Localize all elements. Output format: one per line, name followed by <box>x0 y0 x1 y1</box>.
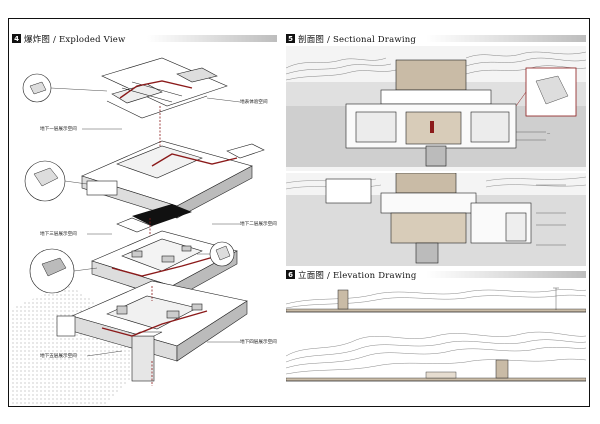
section-drawing-title: 剖面图 / Sectional Drawing <box>298 34 417 45</box>
exploded-view-header: 4 爆炸图 / Exploded View <box>12 32 277 45</box>
panel-number-badge: 5 <box>286 34 295 43</box>
panel-number-badge: 6 <box>286 270 295 279</box>
section-drawing-upper <box>286 46 586 171</box>
exploded-axonometric-drawing <box>12 57 265 404</box>
section-drawing-lower <box>286 173 586 266</box>
header-gradient-bar <box>147 35 277 42</box>
elevation-drawing-title: 立面图 / Elevation Drawing <box>298 270 417 281</box>
exploded-view-title: 爆炸图 / Exploded View <box>24 34 126 45</box>
header-gradient-bar <box>426 35 586 42</box>
panel-number-badge: 4 <box>12 34 21 43</box>
elevation-drawing-header: 6 立面图 / Elevation Drawing <box>286 268 586 281</box>
elevation-drawing-upper <box>286 287 586 313</box>
label-basement-1: 地下一层展示空间 <box>40 127 77 132</box>
label-basement-4: 地下四层展示空间 <box>240 340 277 345</box>
section-annotation: — <box>547 131 551 135</box>
label-basement-2: 地下二层展示空间 <box>240 222 277 227</box>
header-gradient-bar <box>426 271 586 278</box>
label-surface-experience: 地表体验空间 <box>240 100 268 105</box>
section-drawing-header: 5 剖面图 / Sectional Drawing <box>286 32 586 45</box>
elevation-drawing-lower <box>286 331 586 382</box>
label-basement-3: 地下三层展示空间 <box>40 232 77 237</box>
label-basement-5: 地下五层展示空间 <box>40 354 77 359</box>
